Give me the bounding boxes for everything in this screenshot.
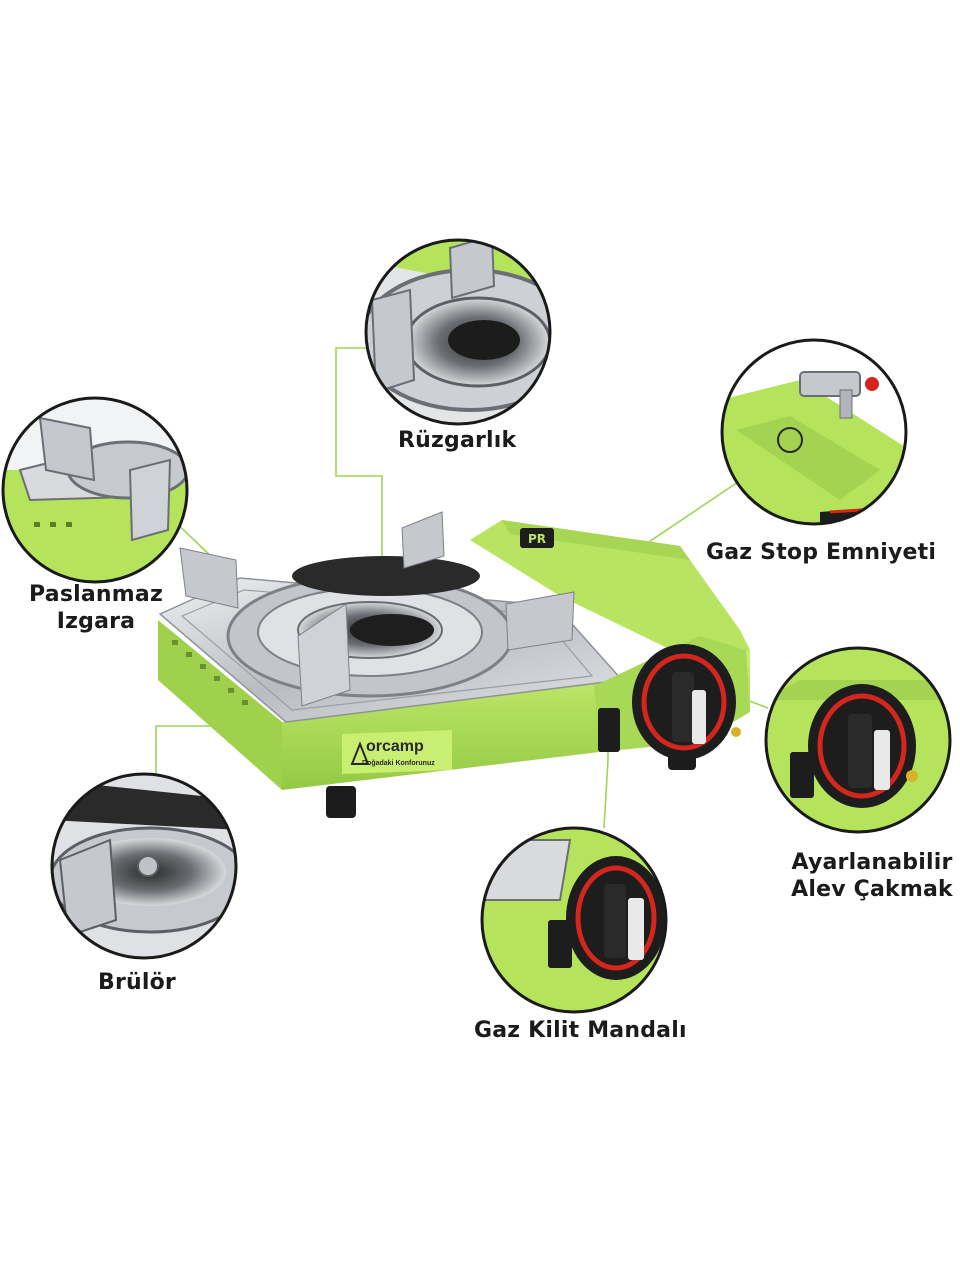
label-paslanmaz-izgara: Paslanmaz Izgara xyxy=(26,582,166,636)
brand-name: orcamp xyxy=(366,738,424,755)
label-line: Izgara xyxy=(56,608,136,634)
callout-windshield-photo xyxy=(364,238,552,426)
stove-main: PR xyxy=(158,511,750,818)
callout-igniter-photo xyxy=(764,646,952,834)
callout-burner-photo xyxy=(50,772,238,960)
label-brulor: Brülör xyxy=(98,970,176,995)
label-ayarlanabilir-alev-cakmak: Ayarlanabilir Alev Çakmak xyxy=(784,850,960,904)
brand-plate: orcamp Doğadaki Konforunuz xyxy=(348,738,458,778)
callout-lock-latch-photo xyxy=(480,826,668,1014)
label-line: Ayarlanabilir xyxy=(791,850,953,875)
callout-gas-stop-photo xyxy=(720,338,908,526)
label-gaz-kilit-mandali: Gaz Kilit Mandalı xyxy=(474,1018,687,1043)
label-gaz-stop-emniyeti: Gaz Stop Emniyeti xyxy=(706,540,937,565)
callout-grate-photo xyxy=(1,396,189,584)
svg-text:PR: PR xyxy=(528,532,546,546)
label-ruzgarlik: Rüzgarlık xyxy=(398,428,517,453)
label-line: Alev Çakmak xyxy=(791,876,953,902)
brand-tagline: Doğadaki Konforunuz xyxy=(362,760,435,767)
label-line: Paslanmaz xyxy=(29,582,163,607)
